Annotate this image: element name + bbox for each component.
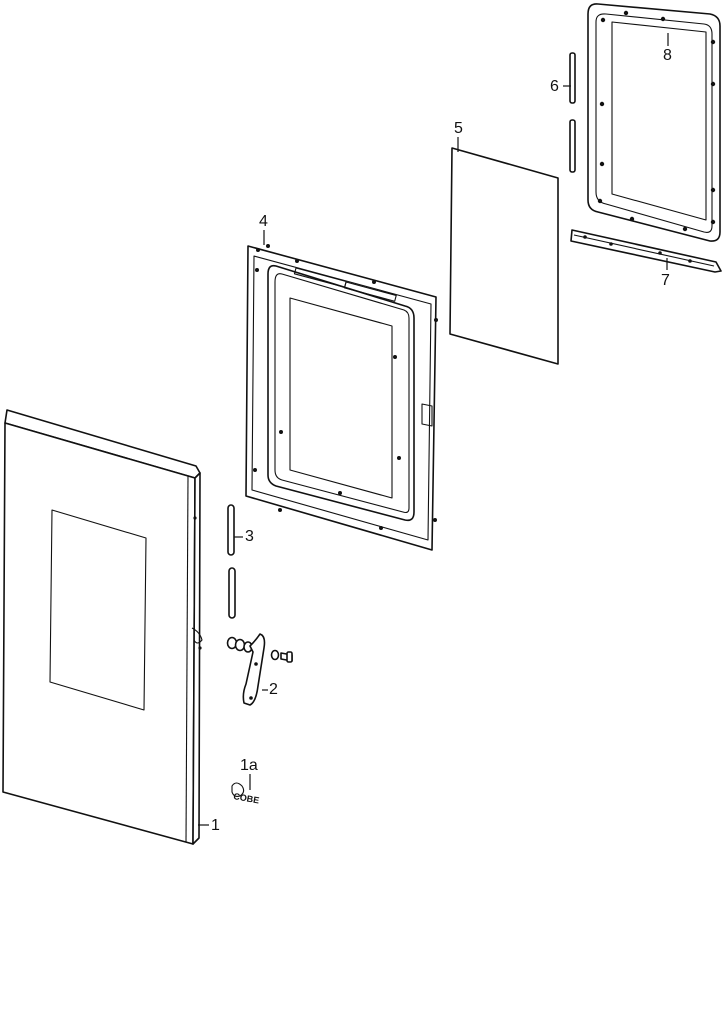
leader-lines — [198, 33, 669, 826]
callout-3: 3 — [245, 528, 254, 545]
callout-8: 8 — [663, 47, 672, 64]
pins-part — [227, 504, 236, 619]
callout-1: 1 — [211, 817, 220, 834]
callout-4: 4 — [259, 213, 268, 230]
side-strips-part — [569, 52, 576, 173]
door-panel-part — [2, 409, 203, 845]
callout-6: 6 — [550, 78, 559, 95]
callout-2: 2 — [269, 681, 278, 698]
svg-text:COBE: COBE — [233, 791, 260, 805]
callout-7: 7 — [661, 272, 670, 289]
choke-frame-part — [587, 3, 721, 242]
hinge-part — [226, 633, 293, 706]
glass-panel-part — [449, 147, 559, 365]
emblem-part: COBE — [231, 782, 260, 805]
callout-1a: 1a — [240, 757, 258, 774]
inner-frame-part — [245, 244, 438, 551]
callout-5: 5 — [454, 120, 463, 137]
bottom-strip-part — [570, 229, 722, 273]
